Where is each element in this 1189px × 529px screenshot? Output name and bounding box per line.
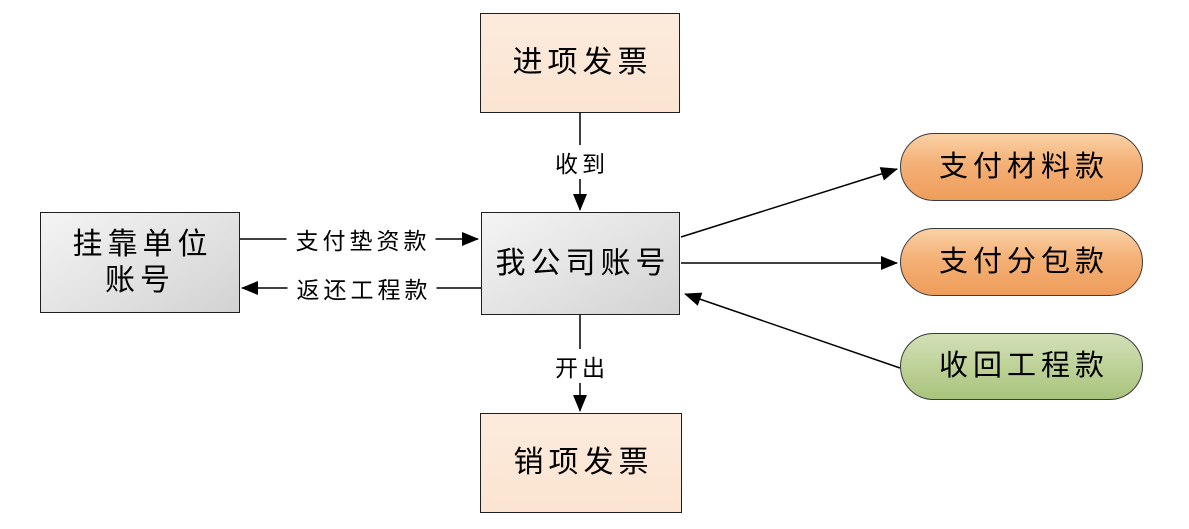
edge-pay-material-arrow bbox=[680, 167, 898, 238]
edge-label-pay-advance: 支付垫资款 bbox=[286, 222, 436, 256]
node-input-invoice-label: 进项发票 bbox=[512, 46, 653, 79]
node-affiliated-account-label-line1: 挂靠单位 bbox=[72, 227, 213, 261]
node-recover-project-label: 收回工程款 bbox=[938, 350, 1109, 383]
node-affiliated-account-label-line2: 账号 bbox=[105, 263, 175, 297]
node-pay-material-label: 支付材料款 bbox=[938, 150, 1109, 183]
edge-recover-project-arrow bbox=[684, 292, 901, 369]
edge-label-return-project: 返还工程款 bbox=[287, 271, 437, 305]
node-affiliated-account: 挂靠单位 账号 bbox=[40, 212, 240, 313]
node-output-invoice-label: 销项发票 bbox=[513, 446, 654, 479]
node-company-account-label: 我公司账号 bbox=[495, 246, 671, 280]
edge-label-issue: 开出 bbox=[546, 349, 614, 383]
node-pay-subcontract-label: 支付分包款 bbox=[938, 245, 1109, 278]
node-recover-project: 收回工程款 bbox=[900, 333, 1143, 400]
node-output-invoice: 销项发票 bbox=[480, 413, 682, 513]
node-pay-material: 支付材料款 bbox=[900, 133, 1143, 201]
node-company-account: 我公司账号 bbox=[481, 212, 680, 315]
node-input-invoice: 进项发票 bbox=[480, 13, 680, 113]
edge-label-receive: 收到 bbox=[546, 145, 614, 179]
node-pay-subcontract: 支付分包款 bbox=[900, 228, 1143, 296]
